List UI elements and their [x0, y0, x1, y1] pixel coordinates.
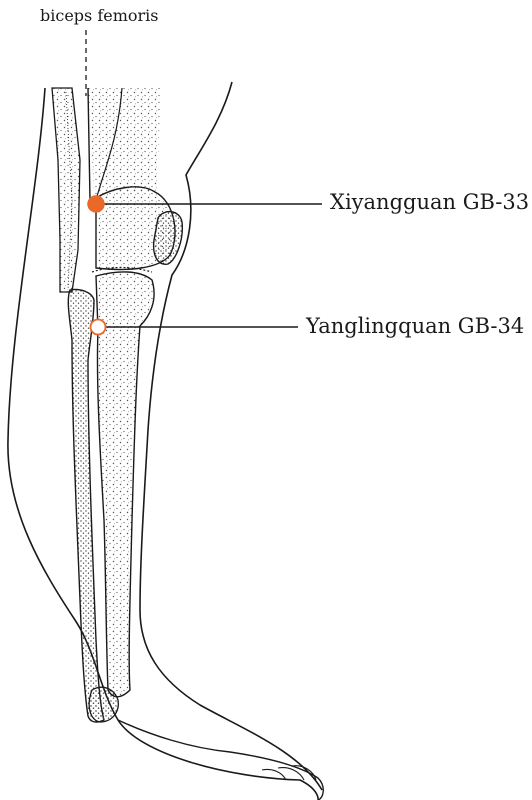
biceps-femoris-tendon — [51, 87, 81, 293]
gb33-point-marker — [87, 195, 105, 213]
gb34-point-marker — [89, 318, 107, 336]
tibia — [95, 271, 155, 698]
lateral-malleolus — [88, 686, 119, 723]
knee-joint-line — [91, 266, 153, 273]
gb34-label: Yanglingquan GB-34 — [306, 314, 525, 338]
toe-crease-2 — [277, 767, 305, 781]
femur-edge-inner — [95, 87, 123, 201]
foot-outline — [117, 719, 324, 800]
toe-crease-1 — [261, 768, 287, 781]
femur-edge-left — [87, 87, 91, 201]
biceps-femoris-label: biceps femoris — [40, 6, 159, 25]
leg-outline — [7, 87, 319, 800]
gb33-label: Xiyangguan GB-33 — [330, 190, 530, 214]
toe-crease-3 — [291, 765, 317, 781]
patella — [152, 211, 184, 265]
leg-outline-back — [139, 81, 323, 791]
femur-shaft — [88, 88, 160, 200]
tendon-inner-line — [65, 91, 73, 291]
